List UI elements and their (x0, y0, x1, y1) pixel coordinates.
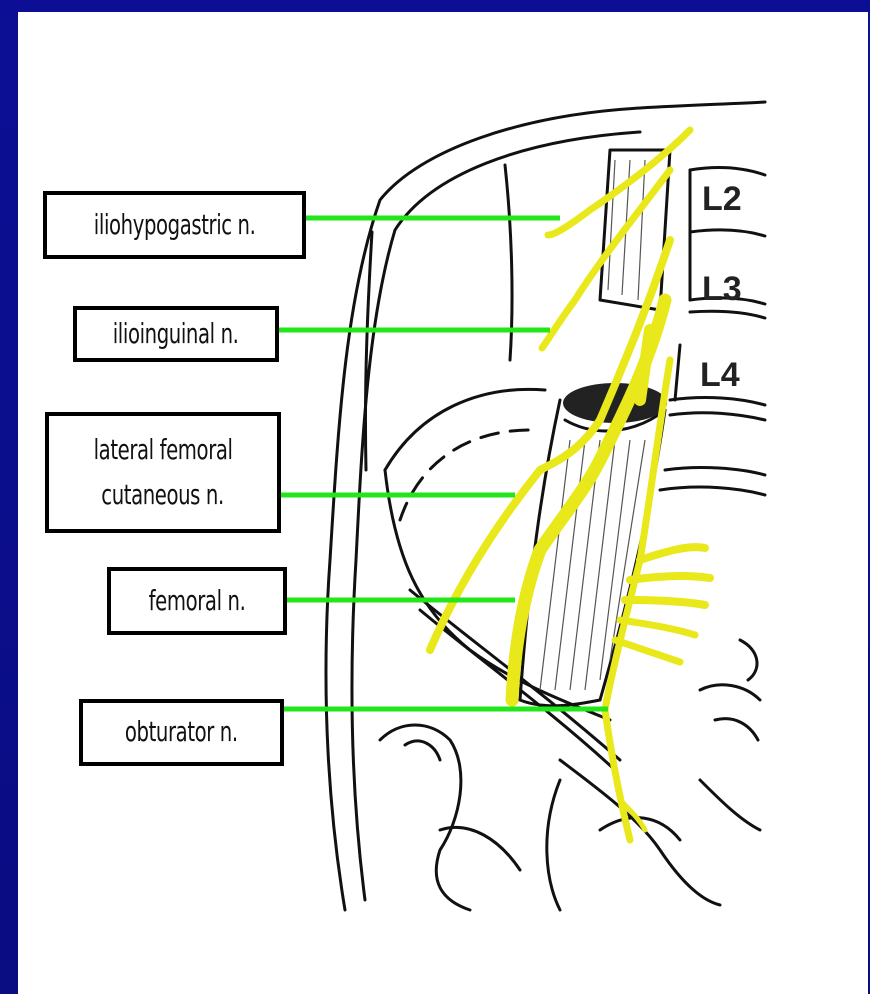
label-iliohypogastric-nerve: iliohypogastric n. (43, 191, 306, 259)
label-femoral-nerve: femoral n. (107, 567, 287, 635)
vertebra-label-l2: L2 (702, 180, 742, 219)
label-lateral-femoral-line1: lateral femoral (93, 434, 232, 466)
label-ilioinguinal-nerve: ilioinguinal n. (73, 306, 279, 362)
label-lateral-femoral-cutaneous-nerve: lateral femoral cutaneous n. (45, 412, 281, 533)
label-obturator-nerve: obturator n. (79, 699, 284, 766)
vertebra-label-l4: L4 (700, 356, 740, 395)
pelvis-outline (326, 102, 765, 910)
vertebra-label-l3: L3 (702, 270, 742, 309)
nerve-plexus (430, 130, 710, 840)
label-lateral-femoral-line2: cutaneous n. (102, 479, 225, 511)
